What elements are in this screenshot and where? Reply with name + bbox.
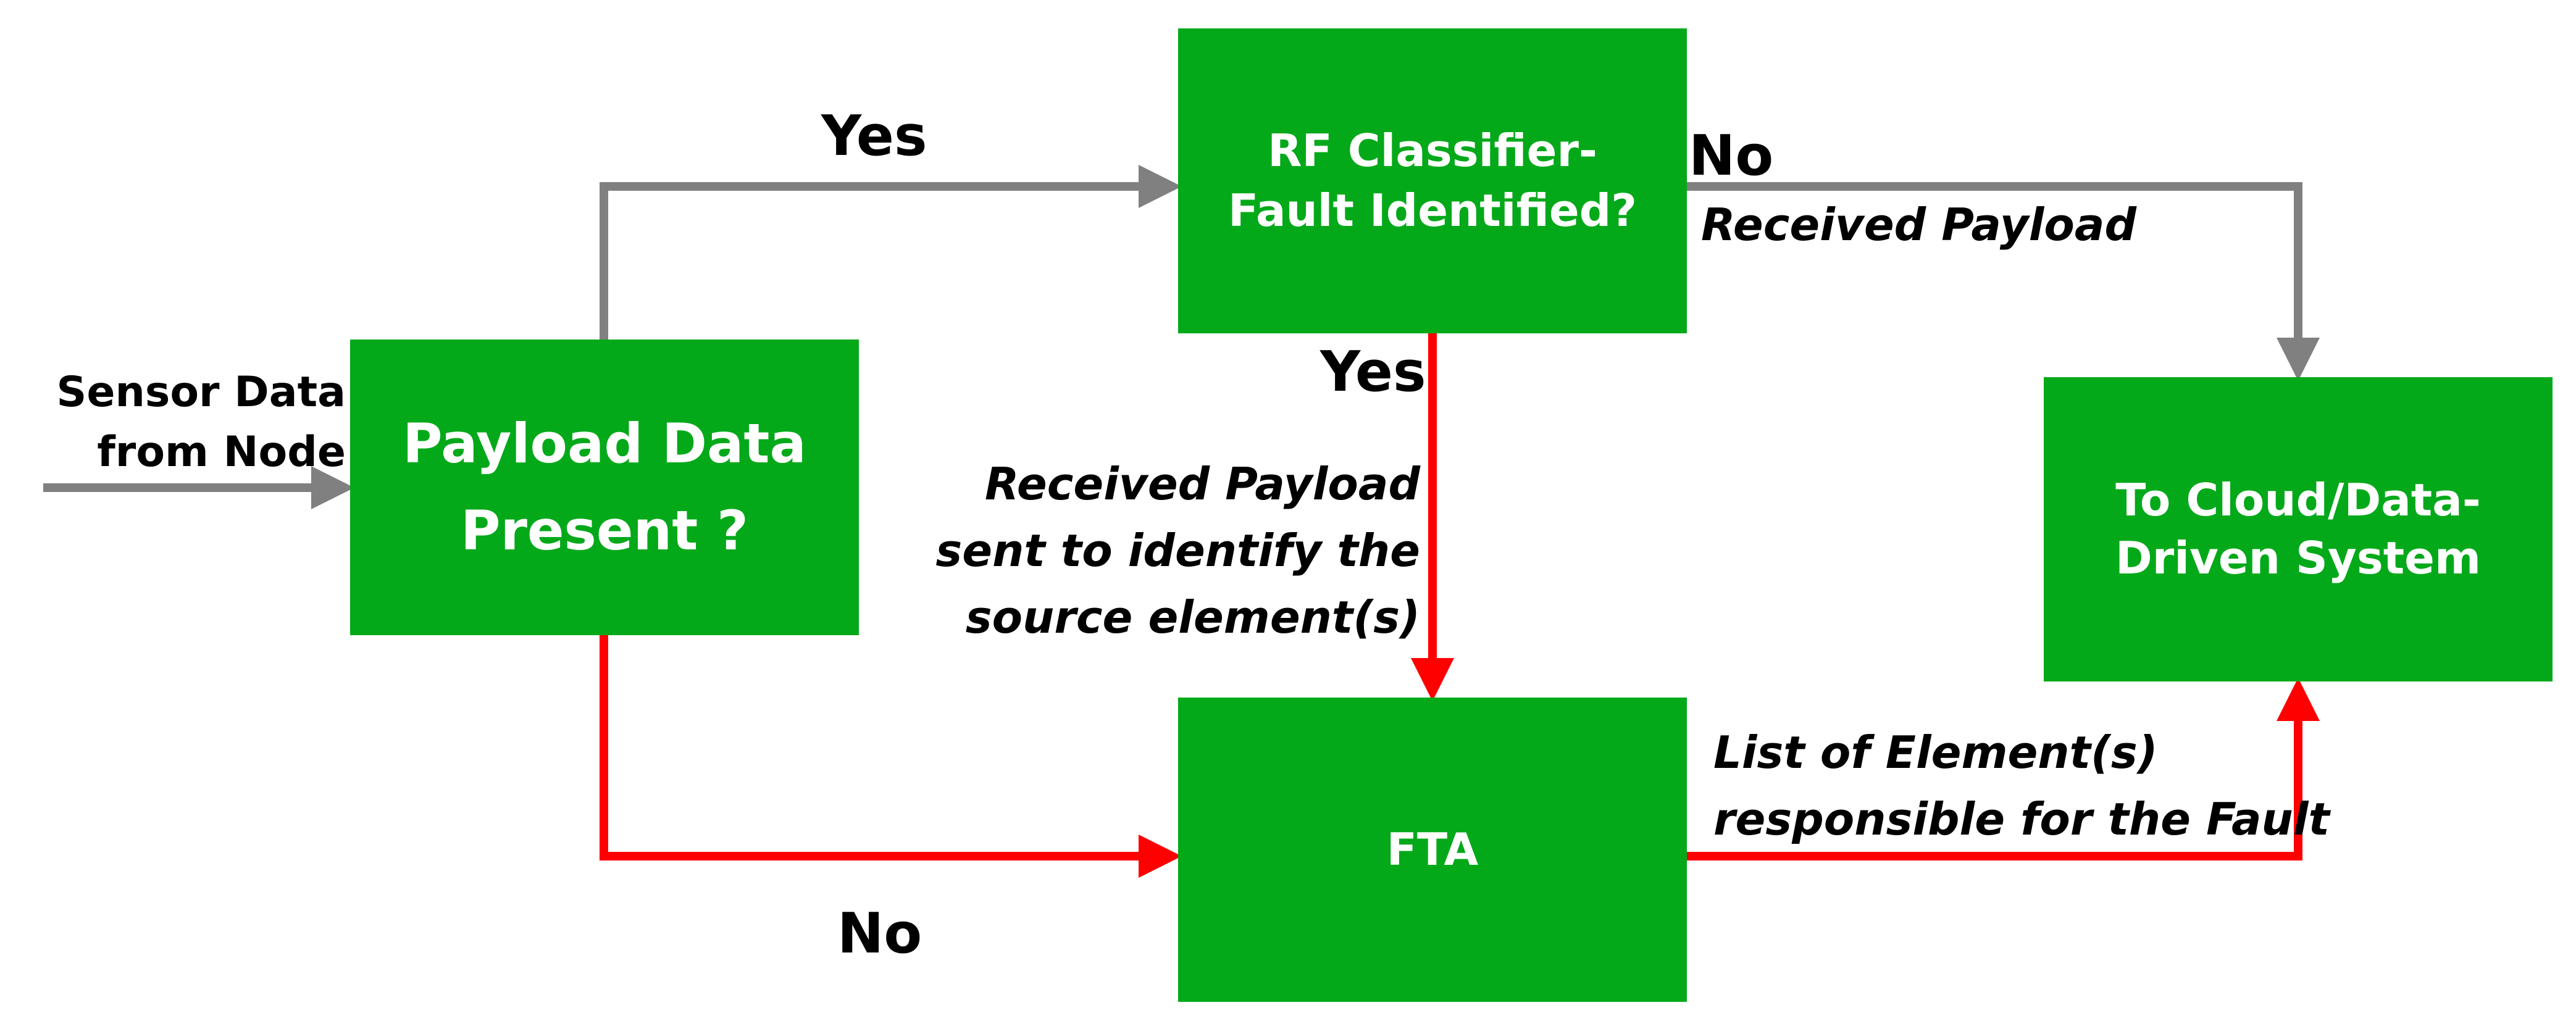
fta-node: FTA <box>1178 698 1687 1002</box>
edge-label-received-payload-mid: Received Payload sent to identify the so… <box>935 458 1420 643</box>
edge-label-list-elements: List of Element(s) responsible for the F… <box>1713 727 2330 845</box>
edge-label-yes-top: Yes <box>821 104 927 169</box>
rf-classifier-node-label: RF Classifier- Fault Identified? <box>1228 124 1637 236</box>
sensor-input-label: Sensor Data from Node <box>56 368 346 477</box>
cloud-system-node: To Cloud/Data- Driven System <box>2044 377 2553 681</box>
arrow-fta-to-cloud <box>1687 678 2320 861</box>
arrow-rf-to-cloud <box>1687 182 2320 381</box>
edge-label-yes-mid: Yes <box>1320 340 1426 404</box>
arrow-payload-to-fta <box>600 635 1182 878</box>
rf-classifier-node: RF Classifier- Fault Identified? <box>1178 28 1687 333</box>
edge-label-received-payload-top: Received Payload <box>1701 199 2136 251</box>
cloud-node-label: To Cloud/Data- Driven System <box>2115 473 2481 584</box>
payload-data-present-node: Payload Data Present ? <box>350 340 859 635</box>
fta-node-label: FTA <box>1386 823 1479 876</box>
edge-label-no-top: No <box>1689 123 1774 188</box>
payload-node-label: Payload Data Present ? <box>403 411 806 562</box>
edge-label-no-bottom: No <box>837 901 922 966</box>
arrow-payload-to-rf <box>600 165 1182 340</box>
